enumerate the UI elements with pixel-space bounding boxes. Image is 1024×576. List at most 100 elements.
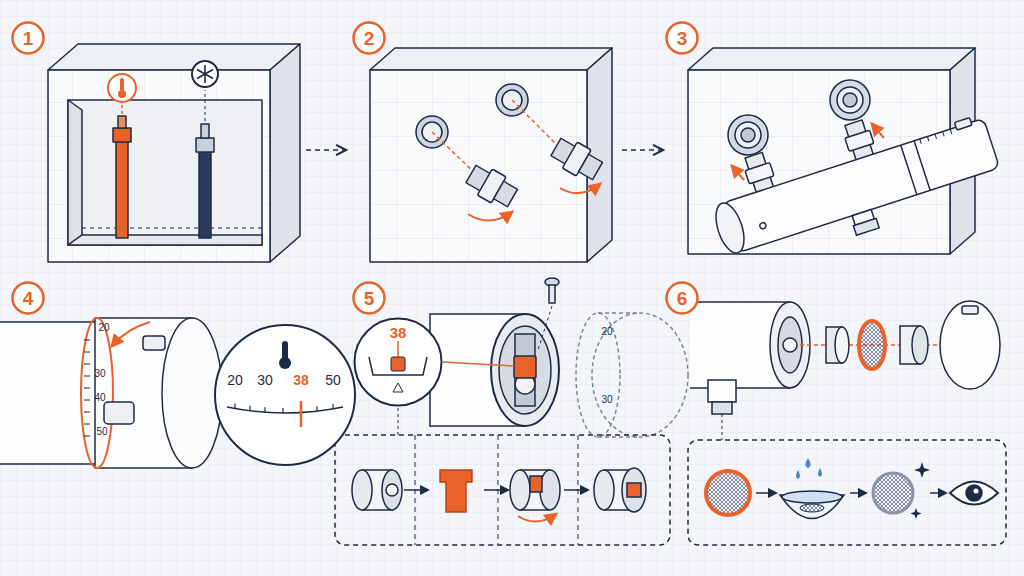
filter-cleaning <box>835 327 849 363</box>
wall-with-pipes <box>68 100 262 245</box>
step-number: 2 <box>352 21 386 55</box>
thermometer-icon <box>279 357 291 369</box>
cartridge-assembly <box>499 326 551 414</box>
cartridge-step <box>594 470 614 510</box>
callout-circle <box>355 319 442 406</box>
cartridge-assembly <box>398 408 399 435</box>
mixer-mounting <box>735 122 761 148</box>
step-number: 3 <box>665 21 699 55</box>
cartridge-assembly <box>484 489 508 491</box>
water-bowl <box>800 504 824 512</box>
mixer-mounting <box>688 48 975 70</box>
inspect-eye <box>974 489 979 494</box>
scale-number: 30 <box>245 373 285 387</box>
cartridge-step <box>540 470 560 510</box>
temperature-handle <box>81 318 113 468</box>
fixing-screw <box>538 306 552 350</box>
step-arrow <box>306 149 345 151</box>
cartridge-step <box>382 470 402 510</box>
mixer-valve-body <box>920 129 952 144</box>
cartridge-step <box>352 470 372 510</box>
filter-cleaning <box>708 380 736 402</box>
handle-outline <box>598 436 640 438</box>
cartridge-assembly <box>443 362 514 366</box>
mixer-valve-body <box>845 130 874 151</box>
cartridge-step <box>510 470 530 510</box>
step-number: 5 <box>352 281 386 315</box>
hot-pipe <box>108 74 136 238</box>
scale-tick <box>264 407 265 412</box>
threaded-fitting <box>548 134 605 184</box>
inspect-eye <box>950 482 998 505</box>
orange-clip <box>440 470 472 512</box>
hot-pipe <box>121 103 123 114</box>
step-number-badge: 2 <box>352 21 386 55</box>
wall-with-pipes <box>68 100 82 245</box>
cartridge-step <box>594 468 646 512</box>
step-number-badge: 3 <box>665 21 699 55</box>
temperature-gauge-outline <box>213 323 357 467</box>
filter-cleaning <box>873 473 913 513</box>
dial-number: 20 <box>92 323 116 333</box>
fixing-screw <box>538 278 559 350</box>
detail-callout: 38 <box>353 317 443 407</box>
mixer-valve-body <box>759 222 767 230</box>
mixer-valve-body <box>914 141 930 190</box>
cold-pipe <box>199 150 211 238</box>
threaded-fitting <box>494 181 518 206</box>
mixer-valve-body <box>699 84 1005 275</box>
hot-pipe <box>113 128 131 142</box>
dial-number: 40 <box>88 393 112 403</box>
water-bowl <box>806 458 811 468</box>
wall-with-fittings <box>370 70 587 262</box>
hot-pipe <box>116 140 128 238</box>
clip-bracket <box>369 357 427 375</box>
cold-pipe <box>192 61 218 238</box>
scale-tick <box>234 404 235 409</box>
water-bowl <box>818 468 822 477</box>
mixer-valve-body <box>745 163 774 184</box>
sparkle <box>914 462 930 478</box>
wall-with-fittings <box>432 132 478 176</box>
cartridge-step <box>627 483 641 497</box>
mixer-mounting <box>830 80 870 120</box>
hot-pipe <box>108 74 136 102</box>
cold-pipe <box>201 124 209 138</box>
cartridge-assembly <box>335 278 688 545</box>
hot-pipe <box>118 116 126 128</box>
orange-clip <box>391 357 405 371</box>
temperature-setting: 38 <box>378 325 418 340</box>
handle-outline <box>592 313 688 437</box>
cartridge-step <box>530 476 542 492</box>
cartridge-assembly <box>415 435 578 545</box>
wall-with-pipes <box>270 44 300 262</box>
filter-cleaning <box>912 326 928 364</box>
threaded-fitting <box>463 161 520 211</box>
cold-pipe <box>196 138 214 152</box>
cold-pipe <box>205 90 206 121</box>
mixer-mounting <box>732 166 744 180</box>
cartridge-step <box>518 514 556 522</box>
mixer-mounting <box>837 87 863 113</box>
hot-pipe <box>120 78 124 91</box>
dial-number: 30 <box>88 369 112 379</box>
scale-arc <box>227 407 343 413</box>
step-number-badge: 6 <box>665 281 699 315</box>
temperature-handle <box>104 402 134 424</box>
dial-number: 30 <box>595 395 619 405</box>
filter-cleaning <box>940 301 1000 389</box>
step-number-badge: 1 <box>11 21 45 55</box>
cartridge-assembly <box>514 356 536 378</box>
sparkle <box>911 508 922 519</box>
filter-cleaning <box>850 492 866 494</box>
step-number-badge: 4 <box>11 281 45 315</box>
temperature-handle <box>143 336 165 350</box>
filter-cleaning <box>756 492 776 494</box>
step-number: 1 <box>11 21 45 55</box>
cartridge-step <box>622 468 646 512</box>
scale-number: 50 <box>313 373 353 387</box>
